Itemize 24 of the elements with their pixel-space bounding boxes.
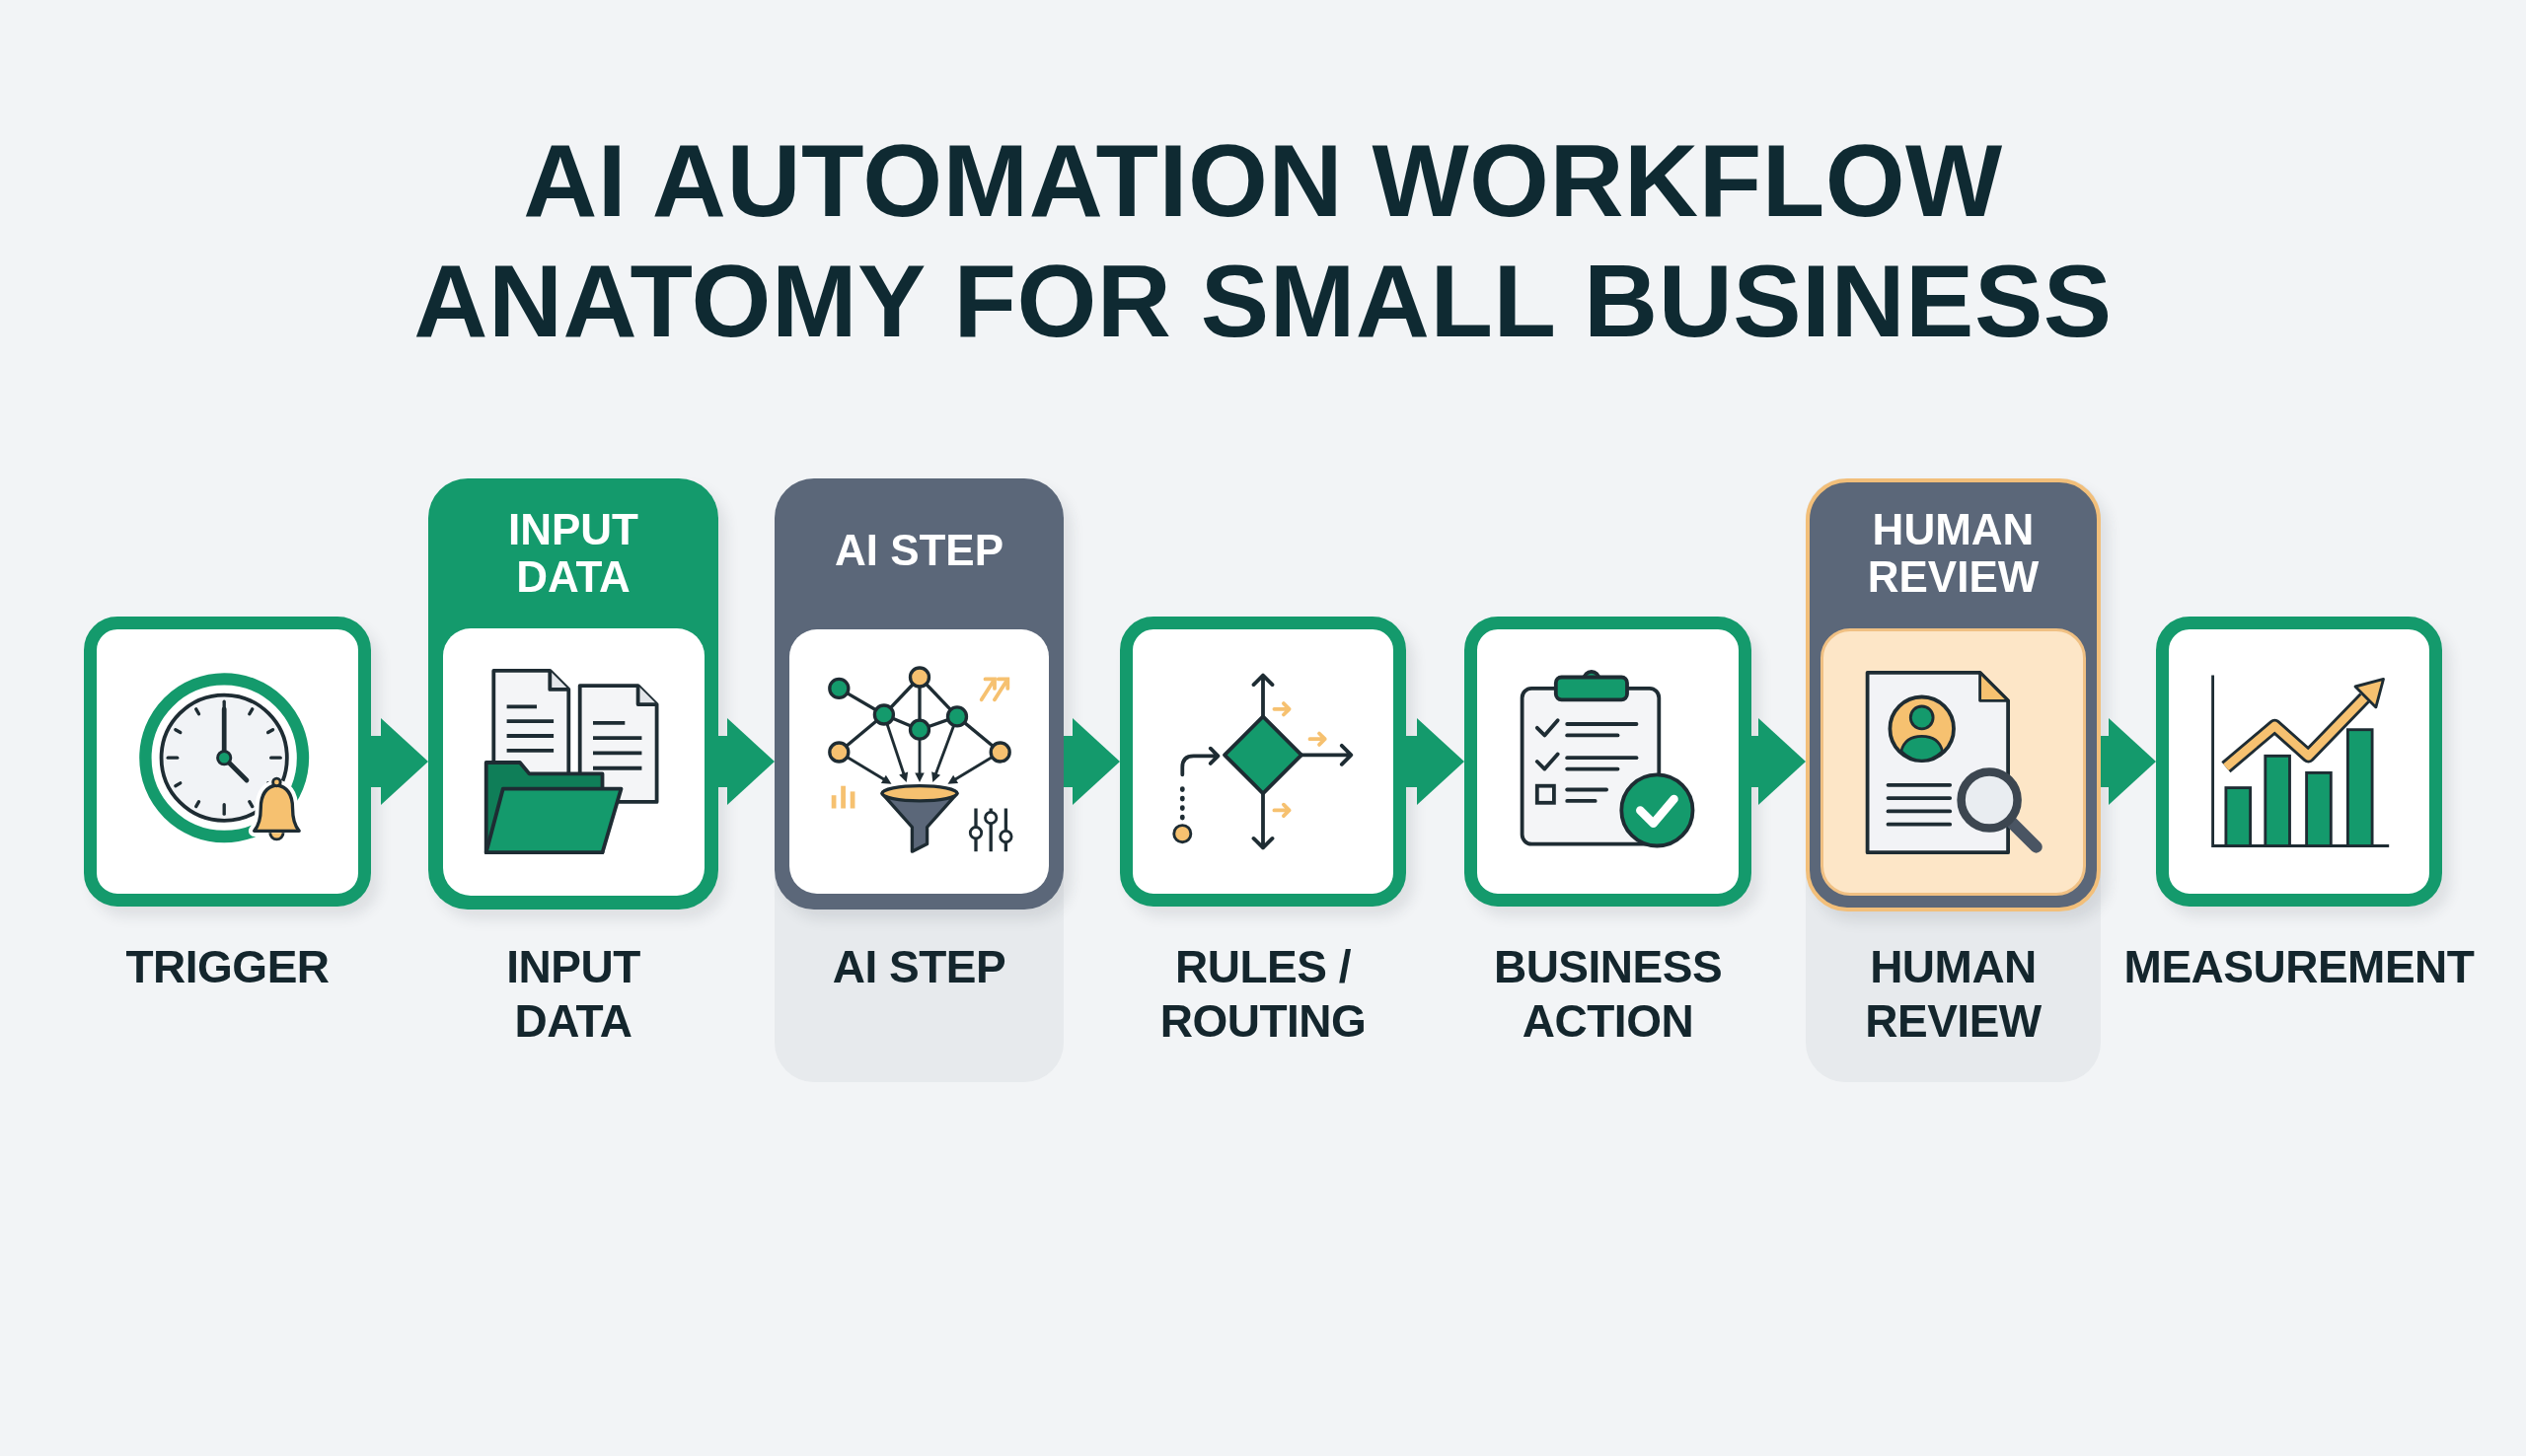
arrow	[2101, 718, 2156, 805]
step-label: RULES / ROUTING	[1158, 940, 1368, 1049]
diagram-title: AI AUTOMATION WORKFLOW ANATOMY FOR SMALL BUSINESS	[412, 122, 2114, 360]
header-panel	[1806, 478, 2101, 911]
step-label: MEASUREMENT	[2122, 940, 2476, 994]
highlight-column	[775, 478, 1064, 1082]
step-label: INPUT DATA	[505, 940, 641, 1049]
icon-card	[1820, 628, 2086, 896]
arrow	[1064, 718, 1120, 805]
panel-header: INPUT DATA	[507, 506, 639, 601]
step-label: HUMAN REVIEW	[1864, 940, 2043, 1049]
arrow	[1751, 718, 1806, 805]
step-label: TRIGGER	[124, 940, 331, 994]
header-panel	[775, 478, 1064, 910]
icon-card	[443, 628, 705, 896]
panel-header: AI STEP	[833, 527, 1005, 574]
icon-card	[789, 629, 1049, 894]
step-label: AI STEP	[831, 940, 1007, 994]
step-label: BUSINESS ACTION	[1492, 940, 1724, 1049]
arrow	[1406, 718, 1464, 805]
arrow	[371, 718, 428, 805]
panel-header: HUMAN REVIEW	[1866, 506, 2041, 601]
arrow	[718, 718, 775, 805]
highlight-column	[1806, 478, 2101, 1082]
